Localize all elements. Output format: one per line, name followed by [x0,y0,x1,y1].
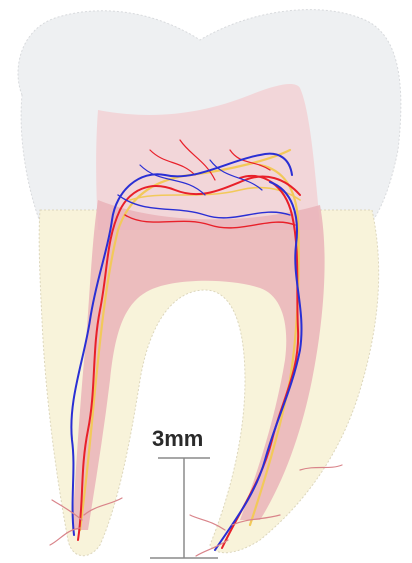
scale-bar: 3mm [150,426,218,558]
scale-bar-label: 3mm [152,426,203,451]
